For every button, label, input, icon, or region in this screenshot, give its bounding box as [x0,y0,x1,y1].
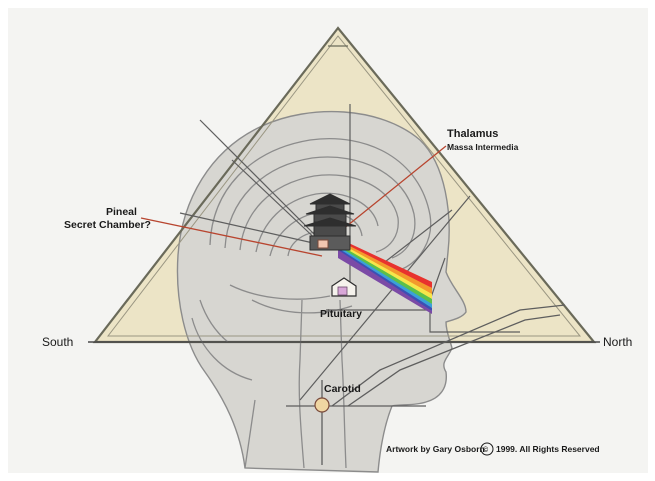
credit-year-text: 1999. All Rights Reserved [496,444,600,454]
secret-chamber-label: Secret Chamber? [64,219,151,231]
pituitary-label: Pituitary [320,308,362,320]
carotid-label: Carotid [324,383,361,395]
pineal-label: Pineal [106,206,137,218]
copyright-symbol: © [483,446,489,454]
credit-text: Artwork by Gary Osborn [386,444,485,454]
south-label: South [42,335,73,349]
thalamus-label: Thalamus [447,128,498,140]
pineal-gland [318,240,328,248]
massa-intermedia-label: Massa Intermedia [447,142,519,152]
north-label: North [603,335,632,349]
